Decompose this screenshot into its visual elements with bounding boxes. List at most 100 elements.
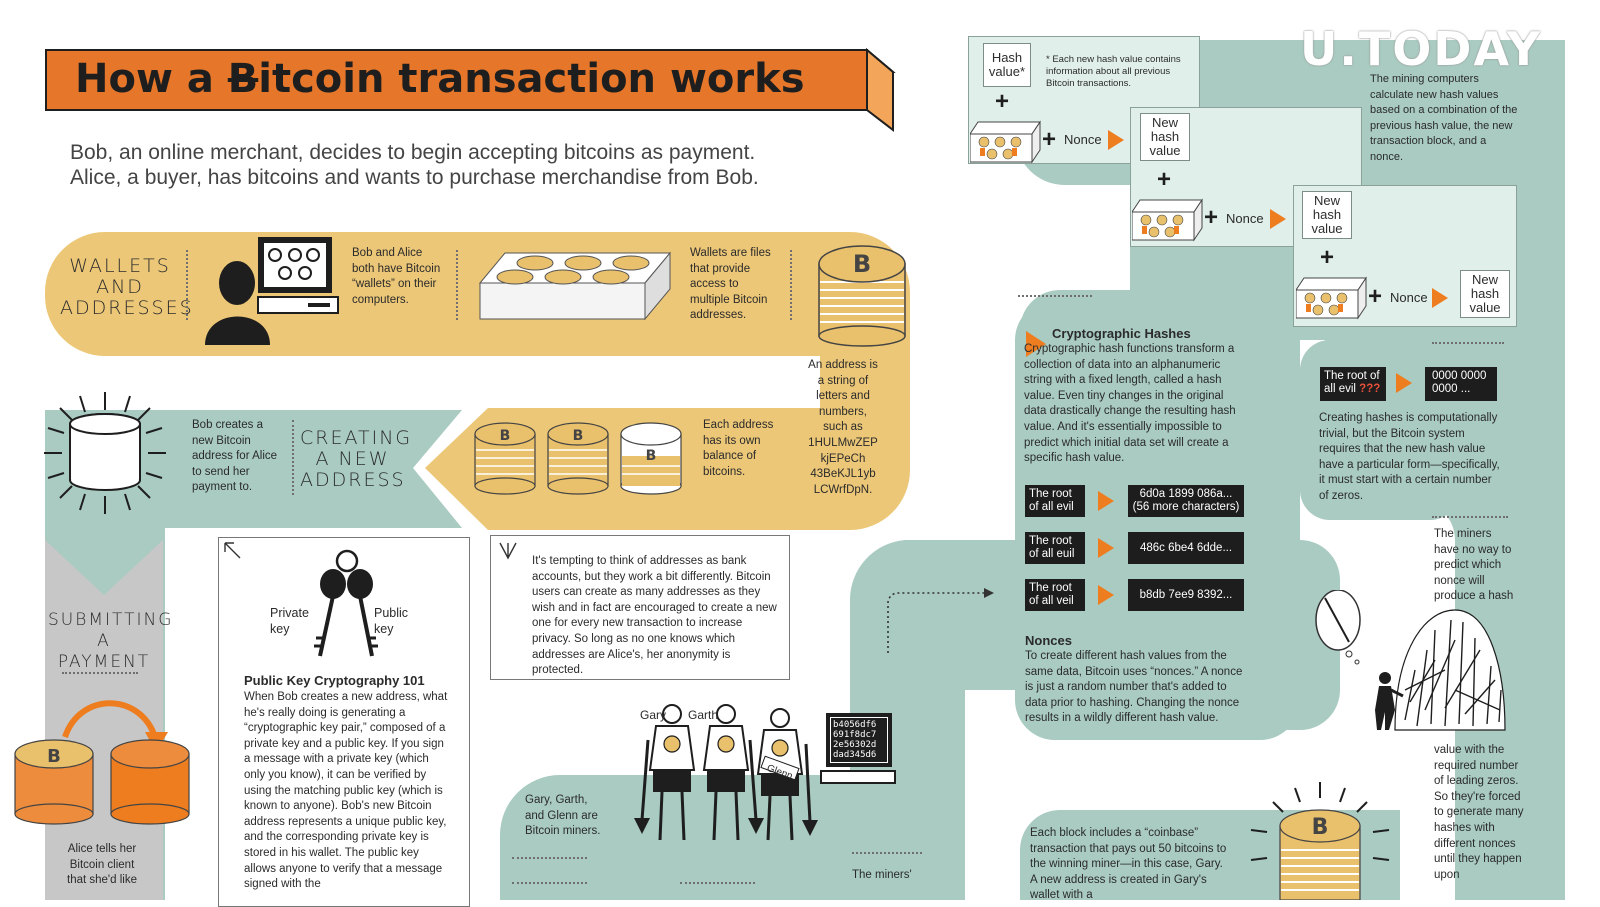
crypto-body: Cryptographic hash functions transform a…: [1024, 343, 1236, 465]
creating-heading: CREATING A NEW ADDRESS: [300, 427, 413, 491]
miners-text: Gary, Garth, and Glenn are Bitcoin miner…: [525, 794, 601, 838]
wallets-heading-2: AND: [96, 276, 144, 298]
creating-heading-1: CREATING: [300, 427, 413, 449]
miner-name-garth: Garth: [688, 708, 719, 722]
pkc-card: [218, 537, 470, 907]
miner-screen-hash: b4056df6 691f8dc7 2e56302d dad345d6: [830, 717, 888, 763]
divider-dots: [680, 882, 755, 884]
zeros-line1: 0000 0000: [1432, 370, 1487, 382]
bitcoin-b-icon: B: [227, 56, 259, 102]
payment-transfer-icon: B: [14, 700, 190, 825]
coinbase-text: Each block includes a “coinbase” transac…: [1030, 827, 1227, 902]
wallets-heading-1: WALLETS: [69, 255, 171, 277]
pkc-title: Public Key Cryptography 101: [244, 673, 425, 688]
divider-dots: [512, 882, 587, 884]
new-hash-box-2: New hash value: [1302, 191, 1352, 239]
computer-user-icon: [205, 237, 339, 345]
divider-dots: [1432, 516, 1508, 518]
new-hash-box-1: New hash value: [1140, 113, 1190, 161]
hash-input-2-line2: of all euil: [1029, 548, 1075, 560]
new-address-glow-icon: [44, 392, 166, 514]
creating-text-1: Bob creates a new Bitcoin address for Al…: [192, 419, 278, 494]
divider-dots: [292, 420, 294, 495]
miner-computer-monitor: b4056df6 691f8dc7 2e56302d dad345d6: [826, 713, 892, 767]
mining-desc: The mining computers calculate new hash …: [1370, 73, 1518, 163]
wallets-heading-3: ADDRESSES: [60, 297, 194, 319]
predict-text-1: The miners have no way to predict which …: [1434, 528, 1514, 603]
svg-text:B: B: [853, 250, 871, 278]
submitting-heading-2: A PAYMENT: [57, 631, 151, 672]
divider-dots: [512, 857, 587, 859]
wallets-text-2: Wallets are files that provide access to…: [690, 247, 771, 322]
corner-arrow-icon: [224, 542, 241, 559]
intro-line-1: Bob, an online merchant, decides to begi…: [70, 141, 756, 164]
intro-text: Bob, an online merchant, decides to begi…: [70, 140, 890, 190]
down-arrow-icon: [499, 542, 517, 560]
svg-text:B: B: [646, 448, 657, 464]
hash-input-1-line1: The root: [1029, 488, 1072, 500]
transaction-block-icon: [1132, 198, 1203, 242]
wallets-text-1: Bob and Alice both have Bitcoin “wallets…: [352, 247, 441, 306]
crypto-title: Cryptographic Hashes: [1052, 326, 1191, 341]
divider-dots: [1018, 295, 1092, 297]
hash-input-2: The root of all euil: [1025, 532, 1085, 564]
svg-text:B: B: [500, 428, 511, 444]
divider-dots: [790, 250, 792, 320]
miner-computer-base: [820, 770, 896, 784]
hash-input-1-line2: of all evil: [1029, 501, 1074, 513]
needle-haystack-illustration: [1315, 590, 1506, 731]
root-of-evil-text: all evil: [1324, 383, 1356, 395]
miner-name-gary: Gary: [640, 708, 667, 722]
title-pre: How a: [75, 56, 228, 102]
plus-icon: +: [1157, 166, 1172, 193]
arrow-icon: [1026, 331, 1046, 357]
zeros-box: 0000 0000 0000 ...: [1425, 367, 1497, 401]
nonce-label-2: Nonce: [1226, 211, 1264, 226]
arrow-icon: [1098, 585, 1114, 605]
hash-footnote: * Each new hash value contains informati…: [1046, 54, 1181, 89]
question-marks: ???: [1359, 383, 1381, 395]
intro-line-2: Alice, a buyer, has bitcoins and wants t…: [70, 166, 759, 189]
arrow-icon: [1396, 373, 1412, 393]
arrow-icon: [1108, 130, 1124, 150]
hash-output-1-line1: 6d0a 1899 086a...: [1139, 488, 1233, 500]
address-note: An address is a string of letters and nu…: [808, 359, 878, 496]
bitcoin-stack-icon: B: [818, 245, 906, 347]
coinbase-coin-icon: B: [1250, 782, 1390, 900]
plus-icon: +: [1204, 204, 1219, 231]
submitting-text: Alice tells her Bitcoin client that she'…: [67, 843, 137, 887]
hash-output-3: b8db 7ee9 8392...: [1128, 579, 1244, 611]
privacy-note: It's tempting to think of addresses as b…: [532, 555, 777, 677]
miners-label: The miners': [852, 869, 912, 881]
privacy-card: [490, 535, 790, 680]
zeros-line2: 0000 ...: [1432, 383, 1471, 395]
hash-input-2-line1: The root: [1029, 535, 1072, 547]
dotted-connector-arrow: [887, 588, 994, 653]
hash-output-1: 6d0a 1899 086a... (56 more characters): [1128, 485, 1244, 517]
svg-text:B: B: [47, 746, 61, 767]
root-of-evil-box: The root of all evil ???: [1320, 367, 1386, 401]
divider-dots: [1432, 342, 1504, 344]
nonces-body: To create different hash values from the…: [1025, 650, 1243, 725]
plus-icon: +: [1042, 126, 1057, 153]
submitting-heading: SUBMITTING A PAYMENT: [48, 610, 171, 673]
predict-text-2: value with the required number of leadin…: [1434, 744, 1524, 881]
keys-icon: [314, 549, 378, 657]
zeros-text: Creating hashes is computationally trivi…: [1319, 412, 1500, 502]
private-key-label: Private key: [270, 606, 309, 636]
title-post: itcoin transaction works: [258, 56, 805, 102]
arrow-icon: [1098, 491, 1114, 511]
address-coin-stacks-icon: B B B: [474, 422, 682, 495]
root-of-evil-line1: The root of: [1324, 370, 1380, 382]
divider-dots: [186, 250, 188, 320]
transaction-block-icon: [970, 120, 1041, 164]
plus-icon: +: [1368, 283, 1383, 310]
wallets-heading: WALLETS AND ADDRESSES: [60, 255, 194, 319]
transaction-block-icon: [1296, 276, 1367, 320]
arrow-icon: [1270, 209, 1286, 229]
hash-input-3-line2: of all veil: [1029, 595, 1074, 607]
pkc-body: When Bob creates a new address, what he'…: [244, 691, 448, 891]
divider-dots: [852, 852, 922, 854]
nonce-label-3: Nonce: [1390, 290, 1428, 305]
watermark-logo: U.TODAY: [1300, 22, 1543, 76]
